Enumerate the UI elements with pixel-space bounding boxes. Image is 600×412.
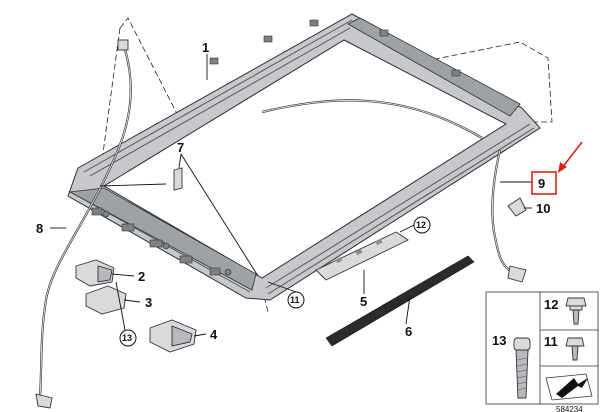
bracket-part <box>173 167 183 191</box>
callout-4: 4 <box>210 327 218 342</box>
callout-5: 5 <box>360 294 367 309</box>
reference-number: 584234 <box>556 405 583 412</box>
callout-12: 12 <box>416 220 426 230</box>
highlight-box <box>531 171 557 195</box>
fastener-label-12: 12 <box>544 297 558 312</box>
hose-clip-icon <box>117 39 129 51</box>
seal-strip <box>325 255 475 347</box>
drain-hose-right <box>491 149 527 283</box>
cut-arrow-icon <box>545 373 593 401</box>
lower-parts <box>75 259 197 353</box>
bolt-13-icon <box>513 337 531 399</box>
fastener-box: 12 13 11 <box>485 291 599 405</box>
callout-13: 13 <box>122 333 132 343</box>
screw-12-icon <box>565 297 587 325</box>
callout-11: 11 <box>290 295 300 305</box>
strip-part <box>315 231 409 281</box>
callout-9: 9 <box>538 176 545 191</box>
callout-10: 10 <box>536 201 550 216</box>
callout-13-circle <box>119 329 137 347</box>
callout-8: 8 <box>36 221 43 236</box>
screw-11-icon <box>565 337 585 361</box>
clip-part <box>507 197 527 217</box>
callout-1: 1 <box>202 40 209 55</box>
callout-7: 7 <box>177 140 184 155</box>
hose-end-icon <box>35 393 53 409</box>
drain-hose-left <box>35 39 132 409</box>
highlight-arrow <box>558 141 583 173</box>
callout-labels: 1 2 3 4 5 6 7 8 9 10 11 12 13 <box>36 40 557 347</box>
callout-11-circle <box>287 291 305 309</box>
callout-12-circle <box>413 216 431 234</box>
fastener-label-13: 13 <box>492 333 506 348</box>
callout-6: 6 <box>405 324 412 339</box>
callout-3: 3 <box>145 295 152 310</box>
sunroof-frame <box>67 13 541 301</box>
frame-cable <box>261 99 483 139</box>
fastener-label-11: 11 <box>544 334 558 349</box>
leader-lines <box>50 54 532 337</box>
hose-connector-icon <box>507 265 527 283</box>
callout-2: 2 <box>138 269 145 284</box>
